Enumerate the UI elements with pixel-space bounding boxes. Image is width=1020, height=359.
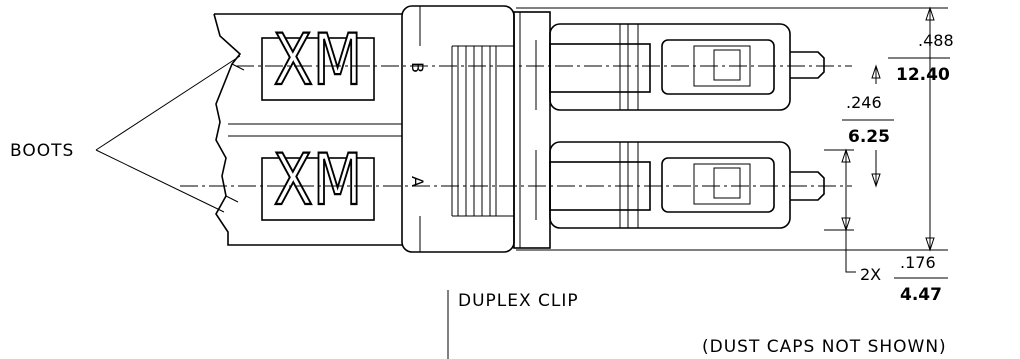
dim-overall-inch: .488 [918, 31, 954, 50]
duplex-clip-housing: B A [401, 5, 551, 253]
boots-group: MX MX [213, 13, 402, 246]
duplex-clip-callout: DUPLEX CLIP [447, 290, 579, 359]
dimension-ferrule: 2X .176 4.47 [824, 148, 948, 305]
dim-pitch-mm: 6.25 [848, 127, 890, 147]
port-letter-a: A [408, 176, 427, 187]
boot-mark-frame-top [261, 37, 375, 101]
boot-mark-top: MX [274, 19, 363, 101]
connector-bottom [549, 141, 825, 229]
dim-overall-mm: 12.40 [896, 65, 950, 85]
connector-top [549, 23, 825, 111]
boots-label: BOOTS [10, 141, 74, 161]
boot-mark-frame-bottom [261, 157, 375, 221]
dim-pitch-inch: .246 [846, 93, 882, 112]
dust-caps-note: (DUST CAPS NOT SHOWN) [702, 337, 947, 357]
dim-ferrule-mm: 4.47 [900, 285, 942, 305]
duplex-clip-label: DUPLEX CLIP [458, 291, 579, 311]
dim-ferrule-prefix: 2X [860, 265, 881, 284]
dim-ferrule-inch: .176 [900, 253, 936, 272]
boot-mark-bottom: MX [274, 139, 363, 221]
clip-flange [513, 11, 551, 249]
boots-callout: BOOTS [10, 55, 241, 213]
port-letter-b: B [408, 62, 427, 73]
dimension-pitch: .246 6.25 [842, 64, 894, 188]
dimension-overall: .488 12.40 [516, 6, 954, 252]
